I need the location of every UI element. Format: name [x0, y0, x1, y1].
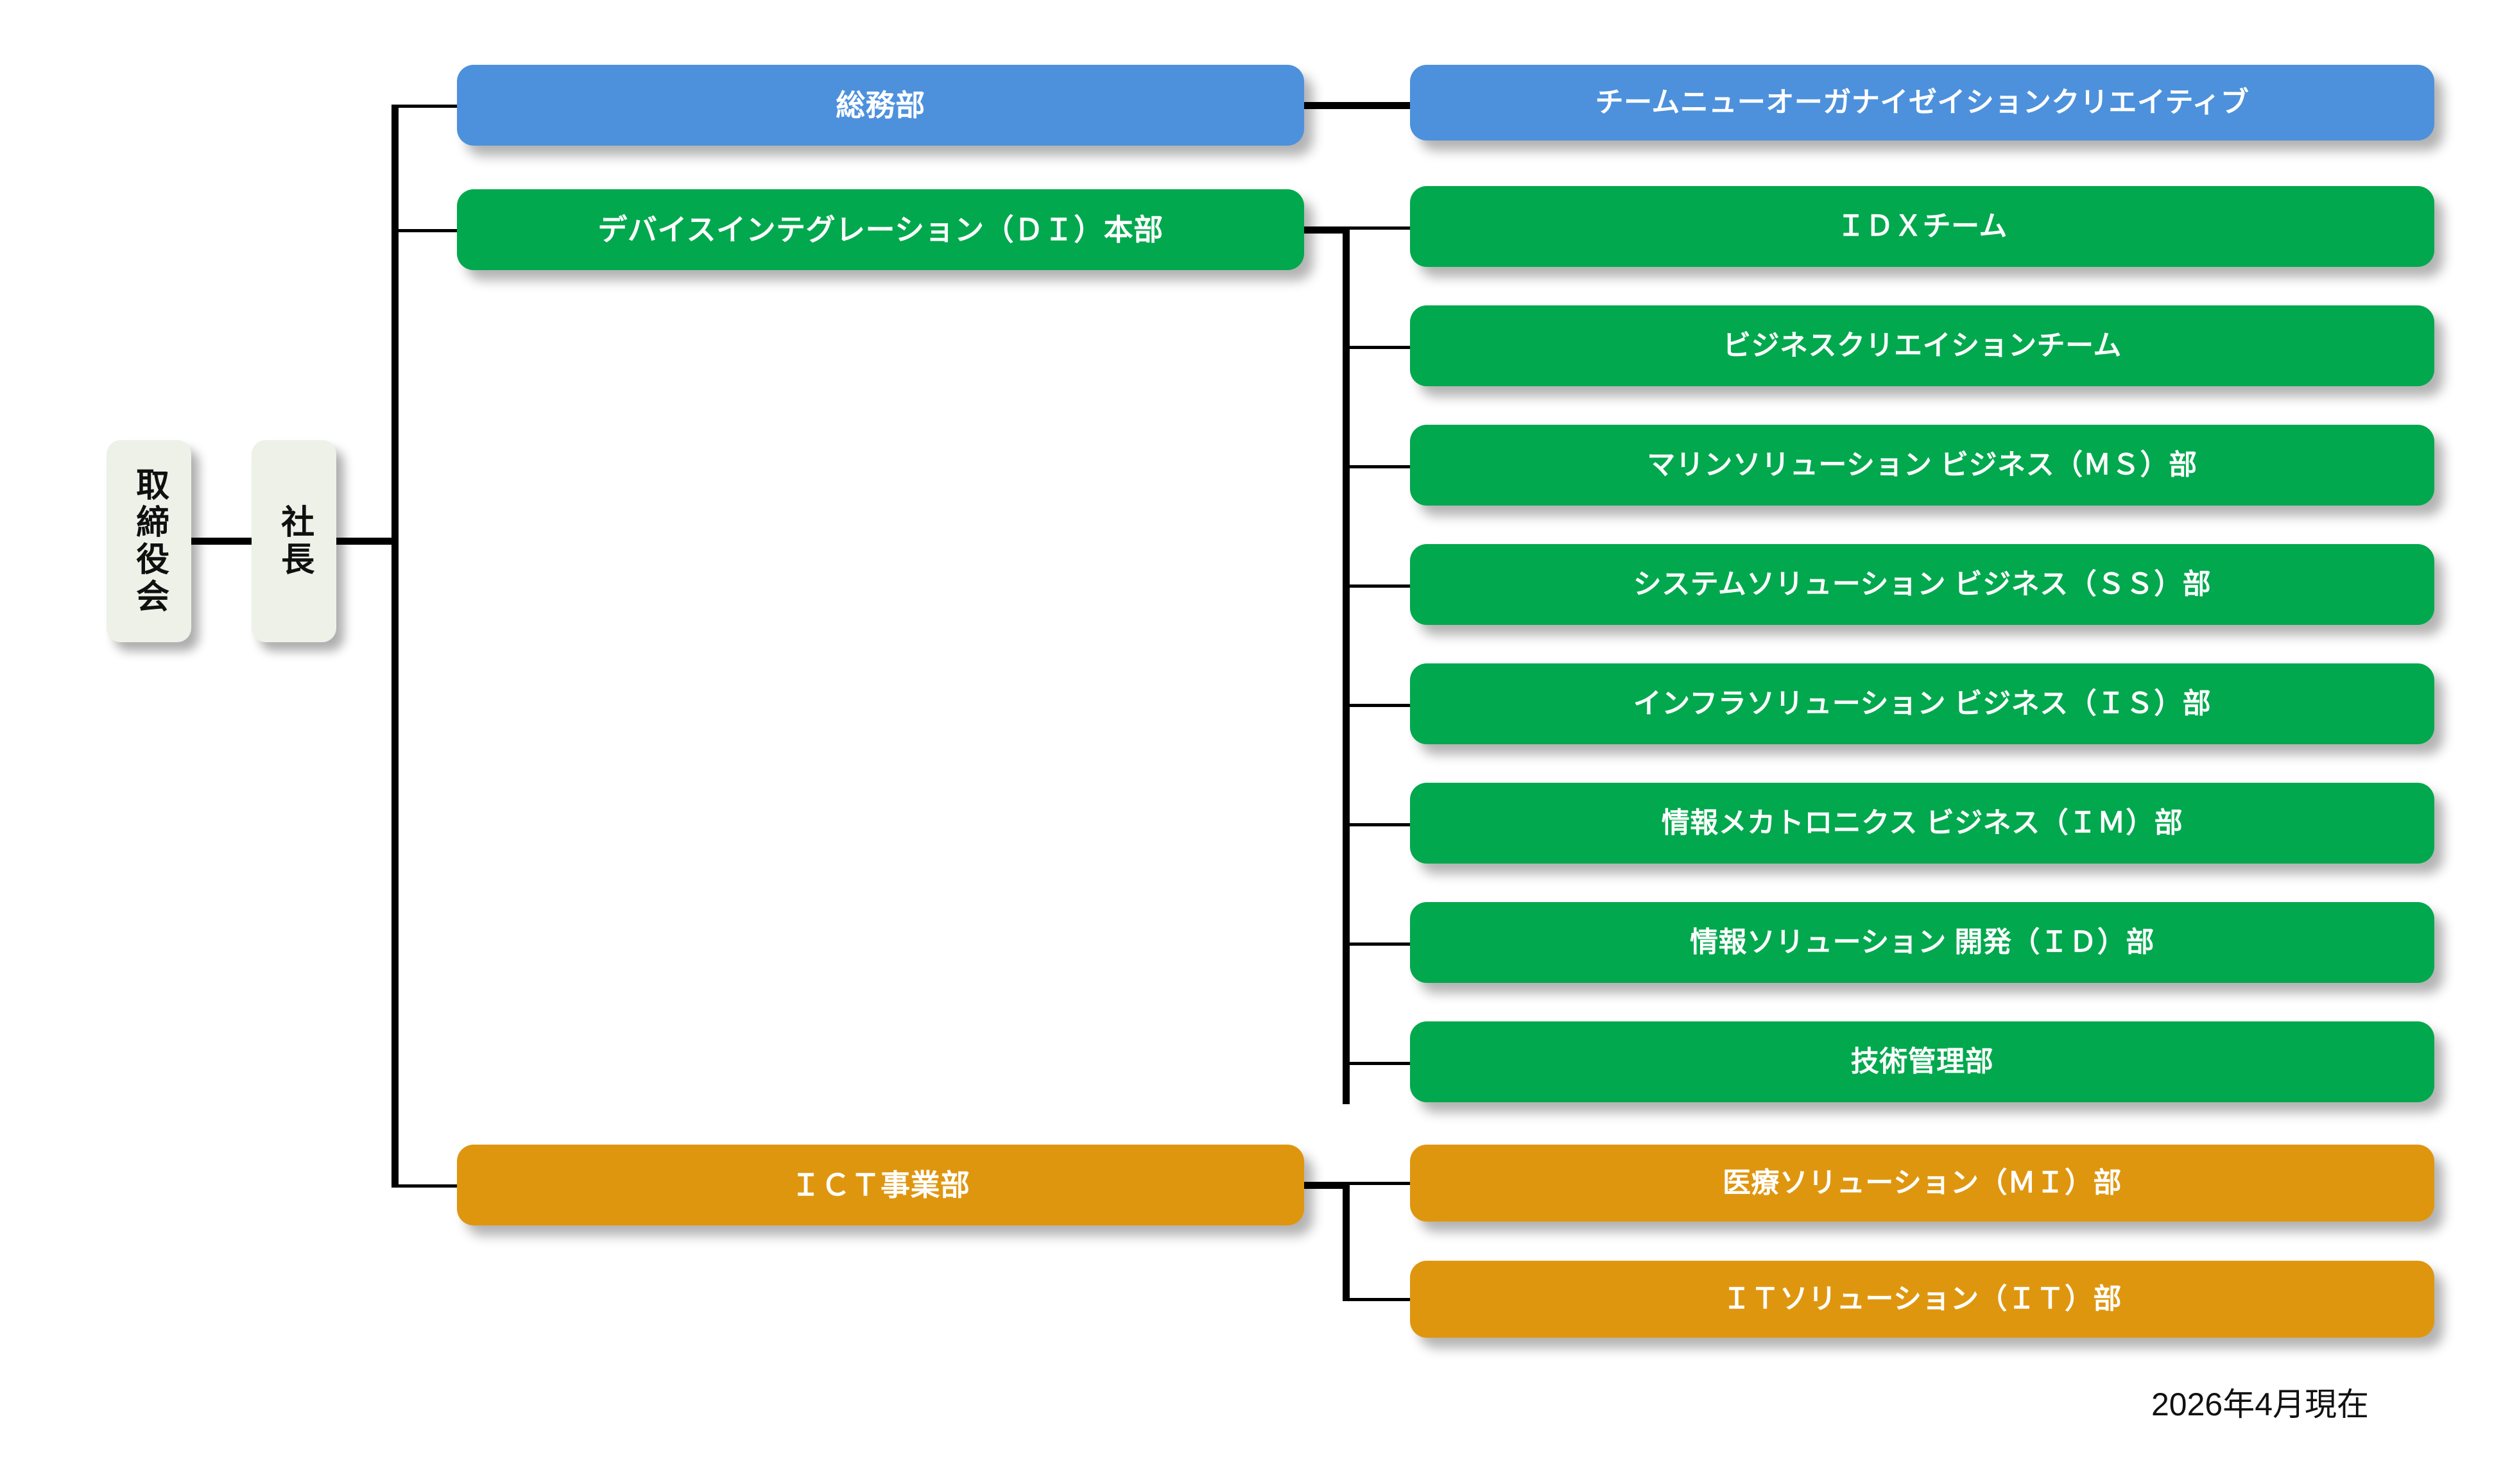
node-dept-it-solution-it[interactable]: ＩＴソリューション（ＩＴ）部: [1410, 1261, 2434, 1338]
connector-ict-trunk: [1343, 1182, 1350, 1301]
node-dept-marine-solution-ms[interactable]: マリンソリューション ビジネス（ＭＳ）部: [1410, 425, 2434, 506]
node-dept-team-new-organization-creative-label: チームニューオーガナイゼイションクリエイティブ: [1595, 86, 2249, 118]
connector-device-integration-stub: [1303, 226, 1348, 234]
node-dept-info-mechatronics-im[interactable]: 情報メカトロニクス ビジネス（ＩＭ）部: [1410, 783, 2434, 864]
connector-division-trunk: [391, 105, 399, 1188]
node-dept-system-solution-ss[interactable]: システムソリューション ビジネス（ＳＳ）部: [1410, 544, 2434, 625]
node-dept-infra-solution-is[interactable]: インフラソリューション ビジネス（ＩＳ）部: [1410, 663, 2434, 744]
connector-ict-child-1: [1343, 1182, 1413, 1185]
node-dept-medical-solution-mi[interactable]: 医療ソリューション（ＭＩ）部: [1410, 1145, 2434, 1222]
connector-device-integration-trunk: [1343, 226, 1350, 1104]
node-dept-info-solution-development-id[interactable]: 情報ソリューション 開発（ＩＤ）部: [1410, 902, 2434, 983]
connector-trunk-to-ict: [391, 1184, 460, 1188]
connector-di-child-7: [1343, 942, 1413, 946]
connector-general-affairs-to-team: [1303, 102, 1412, 109]
node-division-ict-label: ＩＣＴ事業部: [791, 1168, 970, 1202]
node-dept-idx-team-label: ＩＤＸチーム: [1837, 210, 2008, 242]
node-dept-business-creation-team[interactable]: ビジネスクリエイションチーム: [1410, 305, 2434, 386]
node-dept-marine-solution-ms-label: マリンソリューション ビジネス（ＭＳ）部: [1647, 448, 2197, 481]
node-dept-business-creation-team-label: ビジネスクリエイションチーム: [1723, 329, 2122, 361]
node-dept-system-solution-ss-label: システムソリューション ビジネス（ＳＳ）部: [1633, 568, 2212, 600]
connector-ict-child-2: [1343, 1298, 1413, 1301]
node-dept-medical-solution-mi-label: 医療ソリューション（ＭＩ）部: [1722, 1166, 2122, 1198]
connector-di-child-4: [1343, 584, 1413, 588]
as-of-date: 2026年4月現在: [2151, 1386, 2369, 1422]
node-president[interactable]: 社長: [252, 440, 336, 642]
connector-di-child-3: [1343, 465, 1413, 468]
node-dept-it-solution-it-label: ＩＴソリューション（ＩＴ）部: [1722, 1283, 2122, 1315]
node-dept-info-solution-development-id-label: 情報ソリューション 開発（ＩＤ）部: [1690, 926, 2154, 958]
connector-trunk-to-device-integration: [391, 229, 460, 232]
node-dept-technical-management-label: 技術管理部: [1850, 1045, 1994, 1077]
node-division-general-affairs-label: 総務部: [836, 88, 925, 122]
connector-di-child-1: [1343, 226, 1413, 230]
node-division-ict[interactable]: ＩＣＴ事業部: [457, 1145, 1304, 1225]
connector-di-child-5: [1343, 704, 1413, 707]
node-dept-infra-solution-is-label: インフラソリューション ビジネス（ＩＳ）部: [1633, 687, 2212, 719]
node-board-of-directors[interactable]: 取締役会: [107, 440, 191, 642]
node-dept-team-new-organization-creative[interactable]: チームニューオーガナイゼイションクリエイティブ: [1410, 65, 2434, 141]
connector-trunk-to-general-affairs: [391, 105, 460, 108]
node-board-of-directors-label: 取締役会: [130, 466, 168, 616]
node-division-device-integration[interactable]: デバイスインテグレーション（ＤＩ）本部: [457, 189, 1304, 270]
node-president-label: 社長: [275, 504, 313, 579]
node-dept-technical-management[interactable]: 技術管理部: [1410, 1021, 2434, 1102]
connector-di-child-6: [1343, 823, 1413, 826]
node-division-general-affairs[interactable]: 総務部: [457, 65, 1304, 146]
connector-board-president: [190, 538, 253, 545]
connector-di-child-2: [1343, 346, 1413, 349]
node-division-device-integration-label: デバイスインテグレーション（ＤＩ）本部: [598, 212, 1164, 246]
connector-ict-stub: [1303, 1182, 1348, 1189]
connector-di-child-8: [1343, 1062, 1413, 1065]
node-dept-info-mechatronics-im-label: 情報メカトロニクス ビジネス（ＩＭ）部: [1661, 806, 2183, 839]
node-dept-idx-team[interactable]: ＩＤＸチーム: [1410, 186, 2434, 267]
connector-president-stub: [334, 538, 395, 545]
